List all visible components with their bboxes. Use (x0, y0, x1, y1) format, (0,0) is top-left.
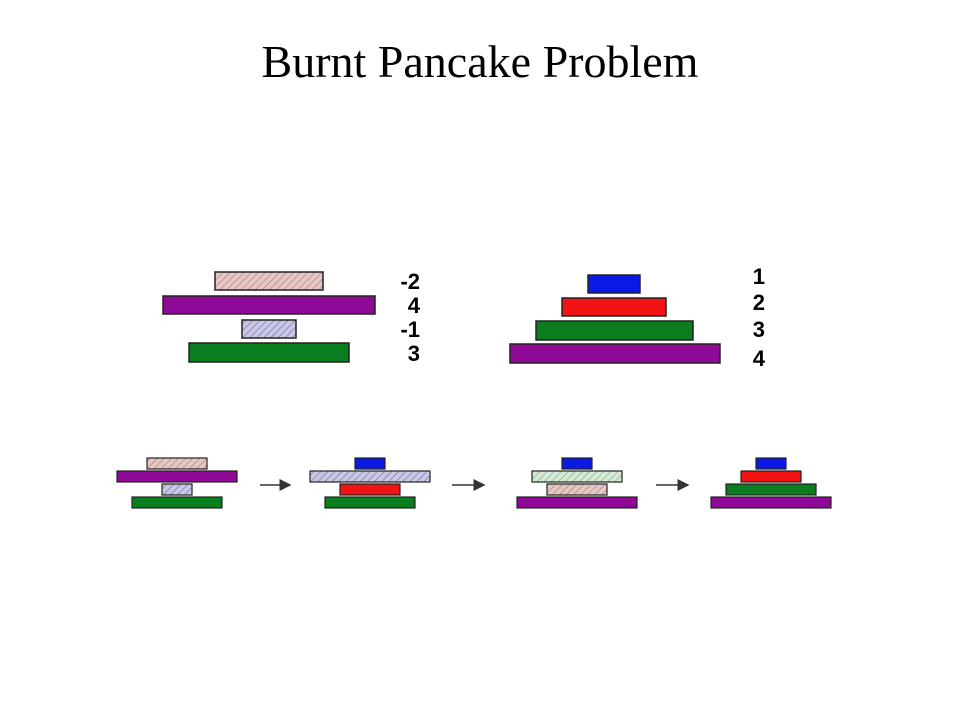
pancake-2 (561, 297, 667, 317)
pancake-neg1 (241, 319, 297, 339)
sequence-step-3 (516, 457, 638, 509)
pancake (561, 457, 593, 470)
flip-sequence (116, 457, 832, 509)
pancake-3 (188, 342, 350, 363)
stack-label: 4 (753, 346, 766, 371)
pancake (740, 470, 802, 483)
stack-label: 4 (408, 293, 421, 318)
sequence-step-2 (309, 457, 431, 509)
slide-title: Burnt Pancake Problem (261, 36, 699, 87)
pancake-4 (509, 343, 721, 364)
pancake (546, 483, 608, 496)
initial-stack: -2 4 -1 3 (162, 269, 421, 366)
pancake (309, 470, 431, 483)
stack-label: -1 (400, 317, 420, 342)
stack-label: 1 (753, 264, 765, 289)
sequence-step-4 (710, 457, 832, 509)
stack-label: 3 (753, 317, 765, 342)
pancake-4 (162, 295, 376, 315)
pancake (339, 483, 401, 496)
pancake (516, 496, 638, 509)
pancake (710, 496, 832, 509)
pancake (324, 496, 416, 509)
pancake (116, 470, 238, 483)
pancake-1 (587, 274, 641, 294)
pancake (354, 457, 386, 470)
sorted-stack: 1 2 3 4 (509, 264, 766, 371)
pancake (531, 470, 623, 483)
sequence-step-1 (116, 457, 238, 509)
pancake-neg2 (214, 271, 324, 291)
pancake-3 (535, 320, 694, 341)
pancake (146, 457, 208, 470)
pancake (755, 457, 787, 470)
pancake (131, 496, 223, 509)
stack-label: -2 (400, 269, 420, 294)
pancake (161, 483, 193, 496)
stack-label: 2 (753, 290, 765, 315)
stack-label: 3 (408, 341, 420, 366)
pancake (725, 483, 817, 496)
